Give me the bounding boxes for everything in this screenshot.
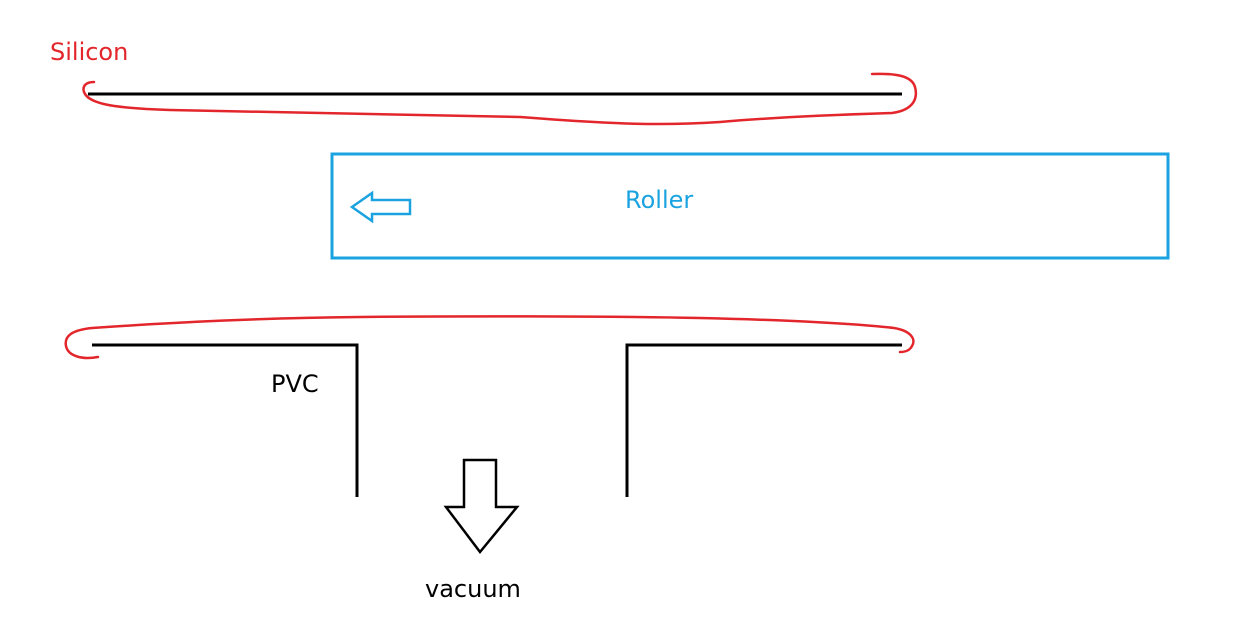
bottom-silicon-outline [64, 315, 915, 360]
arrow-left-icon [349, 190, 412, 224]
arrow-down-icon [443, 458, 520, 555]
pvc-right-wall [625, 343, 902, 497]
pvc-left-wall [92, 343, 359, 497]
vacuum-label: vacuum [425, 575, 521, 603]
bottom-silicon-sheet [64, 315, 915, 360]
pvc-label: PVC [271, 370, 319, 398]
roller-box [330, 152, 1170, 260]
roller-label: Roller [625, 186, 694, 214]
pvc-channel [92, 343, 902, 497]
roller [330, 152, 1170, 260]
silicon-label: Silicon [50, 38, 129, 66]
top-silicon-sheet [82, 72, 918, 126]
top-silicon-outline [82, 72, 918, 126]
